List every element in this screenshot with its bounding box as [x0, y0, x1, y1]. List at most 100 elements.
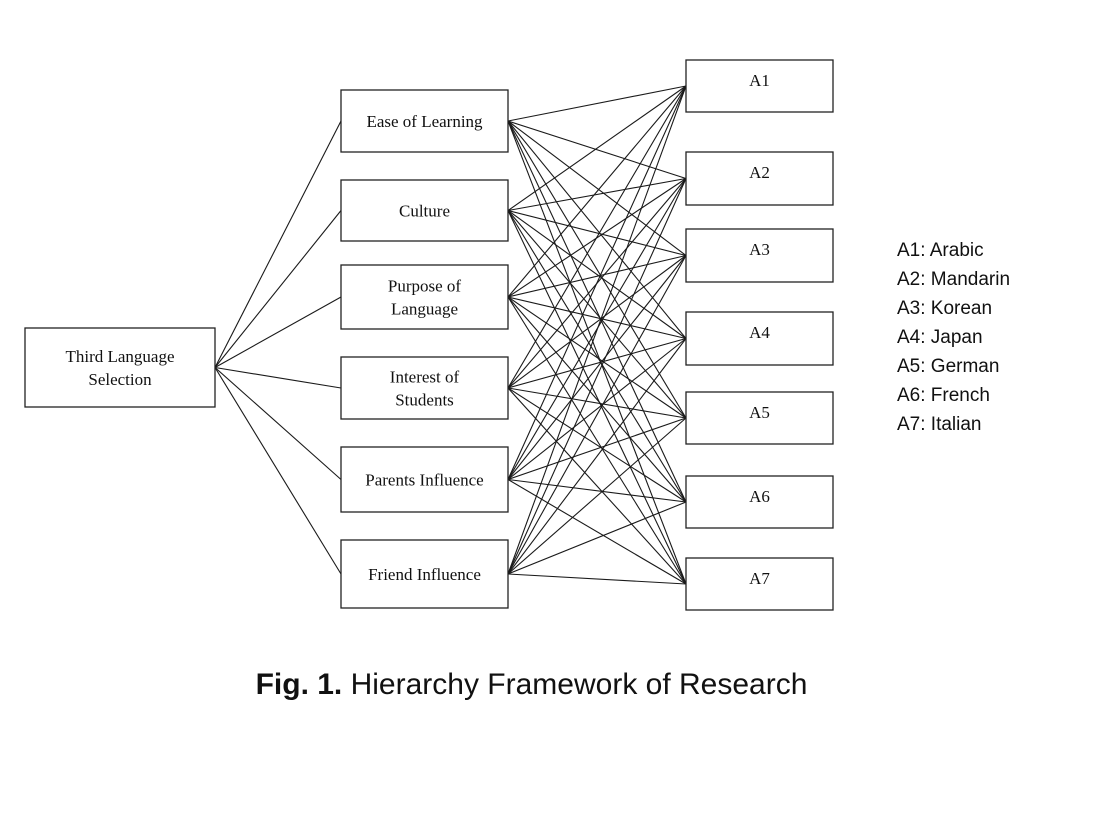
edge-c2-to-a6: [507, 210, 687, 503]
alternative-node-a1-box: [685, 59, 834, 113]
alternative-node-a5-label: A5: [749, 403, 770, 422]
edge-c1-to-a5: [507, 120, 687, 419]
edge-c3-to-a5: [507, 296, 687, 419]
edge-root-to-c6: [214, 367, 342, 575]
edge-c5-to-a4: [507, 338, 687, 480]
root-node-box: [24, 327, 216, 408]
caption-text: Hierarchy Framework of Research: [342, 668, 808, 701]
alternative-node-a2: A2: [685, 151, 834, 206]
legend-item-a3: A3: Korean: [897, 298, 993, 319]
edge-c2-to-a4: [507, 210, 687, 339]
criterion-node-c4-label: Interest of: [390, 368, 460, 387]
criterion-node-c2-label: Culture: [399, 202, 450, 221]
edge-root-to-c1: [214, 120, 342, 368]
alternative-node-a7-label: A7: [749, 569, 770, 588]
alternative-node-a2-label: A2: [749, 163, 770, 182]
edge-root-to-c2: [214, 210, 342, 368]
edge-c1-to-a1: [507, 85, 687, 122]
criterion-node-c6-label: Friend Influence: [368, 565, 481, 584]
edge-c2-to-a5: [507, 210, 687, 419]
legend-item-a4: A4: Japan: [897, 327, 983, 348]
alternative-node-a6-label: A6: [749, 487, 770, 506]
edge-c4-to-a6: [507, 387, 687, 503]
legend-item-a6: A6: French: [897, 385, 990, 406]
criterion-node-c5-label: Parents Influence: [365, 471, 483, 490]
edge-c6-to-a5: [507, 417, 687, 575]
edge-c1-to-a6: [507, 120, 687, 503]
alternative-node-a1-label: A1: [749, 71, 770, 90]
alternative-node-a7-box: [685, 557, 834, 611]
edge-root-to-c5: [214, 367, 342, 480]
edge-c1-to-a2: [507, 120, 687, 180]
edge-c4-to-a4: [507, 337, 687, 389]
edges-layer: [214, 85, 687, 585]
alternative-node-a4: A4: [685, 311, 834, 366]
criterion-node-c2-box: [340, 179, 509, 242]
edge-c5-to-a7: [507, 479, 687, 585]
criterion-node-c5: Parents Influence: [340, 446, 509, 513]
edge-c2-to-a3: [507, 209, 687, 257]
edge-root-to-c4: [214, 366, 342, 389]
root-node-label: Third Language: [65, 347, 174, 366]
edge-c6-to-a3: [507, 255, 687, 575]
criterion-node-c3: Purpose of Language: [340, 264, 509, 330]
edge-c6-to-a6: [507, 501, 687, 575]
edge-c3-to-a1: [507, 85, 687, 298]
figure-caption: Fig. 1. Hierarchy Framework of Research: [0, 668, 1063, 702]
criterion-node-c5-box: [340, 446, 509, 513]
edge-c6-to-a2: [507, 178, 687, 575]
edge-root-to-c3: [214, 296, 342, 368]
alternative-node-a6-box: [685, 475, 834, 529]
edge-c4-to-a5: [507, 387, 687, 419]
root-node-label: Selection: [88, 370, 152, 389]
alternative-node-a5-box: [685, 391, 834, 445]
alternative-node-a5: A5: [685, 391, 834, 445]
alternative-node-a4-label: A4: [749, 323, 770, 342]
legend: A1: Arabic A2: Mandarin A3: Korean A4: J…: [897, 236, 1010, 439]
legend-item-a5: A5: German: [897, 356, 1000, 377]
alternative-node-a3-label: A3: [749, 240, 770, 259]
edge-c6-to-a7: [507, 573, 687, 585]
edge-c3-to-a6: [507, 296, 687, 503]
edge-c5-to-a5: [507, 417, 687, 481]
criterion-node-c3-label: Purpose of: [388, 277, 462, 296]
edge-c2-to-a7: [507, 210, 687, 585]
alternative-node-a2-box: [685, 151, 834, 206]
edge-c1-to-a3: [507, 120, 687, 256]
criterion-node-c6: Friend Influence: [340, 539, 509, 609]
criterion-node-c1-label: Ease of Learning: [366, 112, 483, 131]
edge-c5-to-a3: [507, 255, 687, 480]
criterion-node-c1-box: [340, 89, 509, 153]
edge-c6-to-a1: [507, 85, 687, 575]
edge-c5-to-a6: [507, 478, 687, 503]
edge-c3-to-a3: [507, 254, 687, 298]
alternative-node-a3: A3: [685, 228, 834, 283]
alternative-node-a7: A7: [685, 557, 834, 611]
criterion-node-c1: Ease of Learning: [340, 89, 509, 153]
alternative-node-a3-box: [685, 228, 834, 283]
criterion-node-c3-label: Language: [391, 300, 458, 319]
edge-c3-to-a7: [507, 296, 687, 585]
edge-c5-to-a1: [507, 85, 687, 480]
alternative-node-a6: A6: [685, 475, 834, 529]
legend-item-a2: A2: Mandarin: [897, 269, 1011, 290]
edge-c4-to-a3: [507, 255, 687, 389]
edge-c3-to-a4: [507, 296, 687, 340]
edge-c6-to-a4: [507, 338, 687, 575]
alternative-node-a1: A1: [685, 59, 834, 113]
alternative-node-a4-box: [685, 311, 834, 366]
criterion-node-c4-label: Students: [395, 391, 454, 410]
edge-c2-to-a1: [507, 85, 687, 211]
legend-item-a1: A1: Arabic: [897, 240, 984, 261]
edge-c1-to-a7: [507, 120, 687, 585]
edge-c4-to-a1: [507, 85, 687, 389]
criterion-node-c3-box: [340, 264, 509, 330]
criterion-node-c2: Culture: [340, 179, 509, 242]
edge-c2-to-a2: [507, 177, 687, 212]
edge-c4-to-a7: [507, 387, 687, 585]
caption-figure-label: Fig. 1.: [255, 668, 343, 701]
